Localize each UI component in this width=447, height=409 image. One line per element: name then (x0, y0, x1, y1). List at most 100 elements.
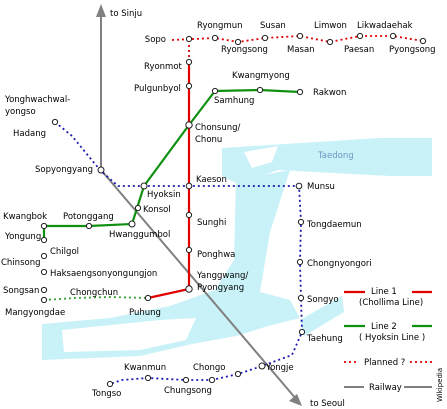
station-marker[interactable] (182, 376, 190, 384)
station-label-ryongmun[interactable]: Ryongmun (197, 21, 243, 31)
station-label-haksaeng[interactable]: Haksaengsonyongungjon (50, 269, 157, 279)
station-marker[interactable] (40, 252, 48, 260)
station-label-pyongsong[interactable]: Pyongsong (389, 45, 436, 55)
station-marker[interactable] (261, 34, 269, 42)
station-marker[interactable] (356, 32, 364, 40)
station-marker[interactable] (128, 220, 136, 228)
station-marker[interactable] (144, 374, 152, 382)
station-marker[interactable] (51, 118, 59, 126)
station-label-yanggwang[interactable]: Yanggwang/ (196, 271, 248, 281)
station-label-puhung[interactable]: Puhung (129, 308, 161, 318)
station-marker[interactable] (134, 204, 142, 212)
station-marker[interactable] (234, 370, 242, 378)
station-label-tongdaemun[interactable]: Tongdaemun (306, 220, 362, 230)
river-lower-reach (300, 296, 344, 336)
station-label-konsol[interactable]: Konsol (143, 205, 171, 215)
station-marker[interactable] (295, 182, 303, 190)
station-label-kwangmyong[interactable]: Kwangmyong (232, 71, 290, 81)
station-label-sopyongyang[interactable]: Sopyongyang (35, 165, 93, 175)
station-marker[interactable] (326, 38, 334, 46)
station-label-chongo[interactable]: Chongo (193, 363, 226, 373)
station-label-potonggang[interactable]: Potonggang (63, 212, 114, 222)
station-marker[interactable] (298, 328, 306, 336)
station-label-hwanggumbol[interactable]: Hwanggumbol (109, 230, 170, 240)
station-label-hyoksin[interactable]: Hyoksin (147, 190, 181, 200)
station-marker[interactable] (297, 218, 305, 226)
station-label-chinsong[interactable]: Chinsong (1, 258, 40, 268)
station-label-limwon[interactable]: Limwon (314, 21, 347, 31)
station-label-rakwon[interactable]: Rakwon (313, 88, 346, 98)
station-marker[interactable] (40, 236, 48, 244)
station-label-paesan[interactable]: Paesan (344, 45, 374, 55)
station-label-yongso[interactable]: yongso (5, 107, 36, 117)
station-label-samhung[interactable]: Samhung (214, 96, 254, 106)
station-marker[interactable] (234, 38, 242, 46)
station-label-likwadaehak[interactable]: Likwadaehak (357, 21, 413, 31)
station-label-pulgunbyol[interactable]: Pulgunbyol (134, 84, 181, 94)
legend-line-2-label: Line 2 (371, 322, 397, 332)
station-label-yongung[interactable]: Yongung (4, 232, 41, 242)
station-marker[interactable] (185, 285, 193, 293)
station-label-chilgol[interactable]: Chilgol (50, 247, 79, 257)
station-marker[interactable] (185, 121, 193, 129)
station-label-ponghwa[interactable]: Ponghwa (197, 250, 235, 260)
station-label-susan[interactable]: Susan (260, 21, 286, 31)
station-label-yonghwachwal[interactable]: Yonghwachwal- (4, 95, 70, 105)
station-marker[interactable] (297, 294, 305, 302)
station-marker[interactable] (40, 268, 48, 276)
station-marker[interactable] (296, 258, 304, 266)
station-marker[interactable] (40, 222, 48, 230)
station-label-kwangbok[interactable]: Kwangbok (3, 212, 47, 222)
station-marker[interactable] (211, 87, 219, 95)
station-marker[interactable] (185, 35, 193, 43)
railway: to Sinju to Seoul (96, 4, 345, 409)
station-label-sunghi[interactable]: Sunghi (197, 218, 226, 228)
station-label-hadang[interactable]: Hadang (13, 129, 46, 139)
station-marker[interactable] (40, 286, 48, 294)
station-label-kwanmun[interactable]: Kwanmun (124, 363, 166, 373)
station-label-mangyongdae[interactable]: Mangyongdae (5, 308, 65, 318)
station-marker[interactable] (106, 380, 114, 388)
station-label-sopo[interactable]: Sopo (145, 35, 166, 45)
station-marker[interactable] (296, 32, 304, 40)
station-label-tongso[interactable]: Tongso (91, 389, 121, 399)
station-marker[interactable] (211, 34, 219, 42)
station-label-songsan[interactable]: Songsan (3, 286, 39, 296)
station-marker[interactable] (144, 294, 152, 302)
station-label-chonsung[interactable]: Chonsung/ (195, 123, 241, 133)
station-marker[interactable] (85, 222, 93, 230)
station-marker[interactable] (140, 182, 148, 190)
planned-blue-line (54, 121, 303, 385)
railway-destination-north: to Sinju (110, 9, 142, 19)
station-label-pyongyang[interactable]: Pyongyang (197, 283, 244, 293)
station-marker[interactable] (419, 37, 427, 45)
station-label-songyo[interactable]: Songyo (307, 295, 339, 305)
station-marker[interactable] (185, 182, 193, 190)
legend-planned-label: Planned ? (364, 358, 405, 368)
station-marker[interactable] (258, 362, 266, 370)
station-marker[interactable] (185, 246, 193, 254)
station-label-masan[interactable]: Masan (287, 45, 315, 55)
station-marker[interactable] (185, 58, 193, 66)
station-label-kaeson[interactable]: Kaeson (196, 175, 227, 185)
station-marker[interactable] (256, 86, 264, 94)
station-label-chongchun[interactable]: Chongchun (70, 288, 118, 298)
station-label-chungsong[interactable]: Chungsong (164, 386, 212, 396)
station-marker[interactable] (185, 211, 193, 219)
station-label-yongje[interactable]: Yongje (265, 363, 294, 373)
legend-line-1-label: Line 1 (371, 287, 397, 297)
station-label-munsu[interactable]: Munsu (307, 182, 335, 192)
railway-arrow-south (289, 394, 302, 406)
station-label-chonu[interactable]: Chonu (195, 135, 222, 145)
station-marker[interactable] (208, 376, 216, 384)
station-marker[interactable] (296, 88, 304, 96)
station-marker[interactable] (40, 296, 48, 304)
station-label-ryongsong[interactable]: Ryongsong (221, 45, 268, 55)
station-label-ryonmot[interactable]: Ryonmot (144, 62, 183, 72)
station-marker[interactable] (389, 32, 397, 40)
station-label-chongnyongori[interactable]: Chongnyongori (307, 259, 372, 269)
station-label-taehung[interactable]: Taehung (306, 334, 343, 344)
wikipedia-watermark: Wikipedia (436, 368, 444, 402)
station-marker[interactable] (97, 166, 105, 174)
station-marker[interactable] (185, 82, 193, 90)
